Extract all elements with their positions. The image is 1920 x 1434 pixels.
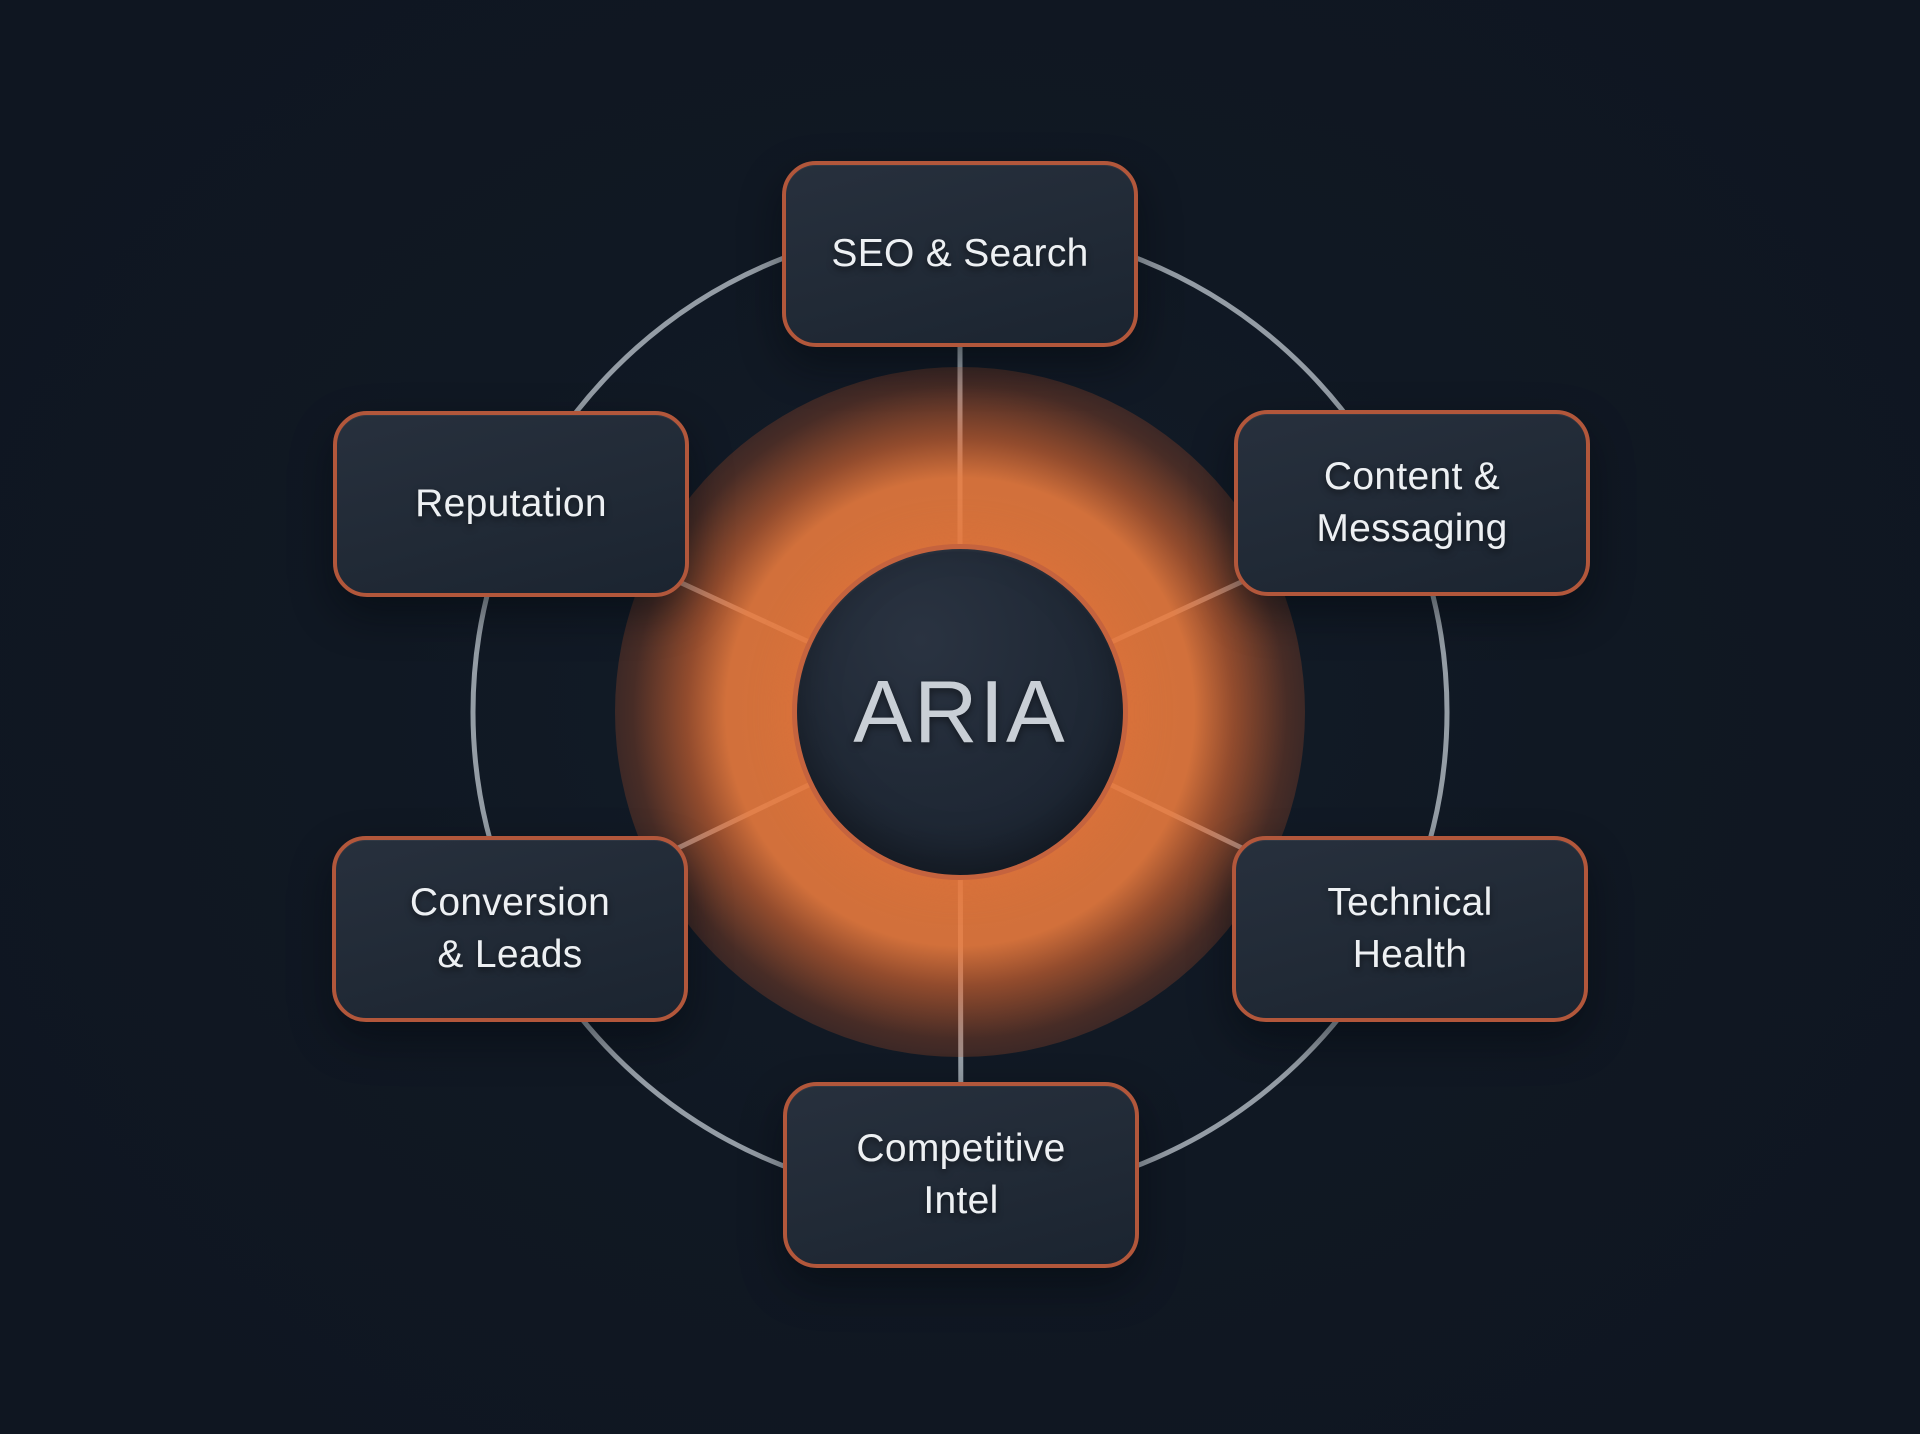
node-label-line: Conversion (409, 881, 611, 925)
node-label-line: Intel (923, 1179, 999, 1222)
center-node-label: ARIA (853, 662, 1067, 761)
node-label-line: & Leads (437, 933, 583, 976)
node-label-line: Reputation (415, 482, 607, 526)
node-reputation: Reputation (333, 411, 689, 597)
node-label-line: Technical (1327, 881, 1493, 925)
node-label-line: Health (1352, 933, 1468, 976)
node-label-line: Competitive (856, 1127, 1066, 1171)
node-content-messaging: Content & Messaging (1234, 410, 1590, 596)
node-conversion-leads: Conversion & Leads (332, 836, 688, 1022)
node-label-line: Content & (1323, 455, 1501, 499)
center-node-aria: ARIA (792, 544, 1128, 880)
node-technical-health: Technical Health (1232, 836, 1588, 1022)
node-competitive-intel: Competitive Intel (783, 1082, 1139, 1268)
node-seo-search: SEO & Search (782, 161, 1138, 347)
node-label-line: SEO & Search (831, 232, 1089, 276)
node-label-line: Messaging (1316, 507, 1508, 550)
